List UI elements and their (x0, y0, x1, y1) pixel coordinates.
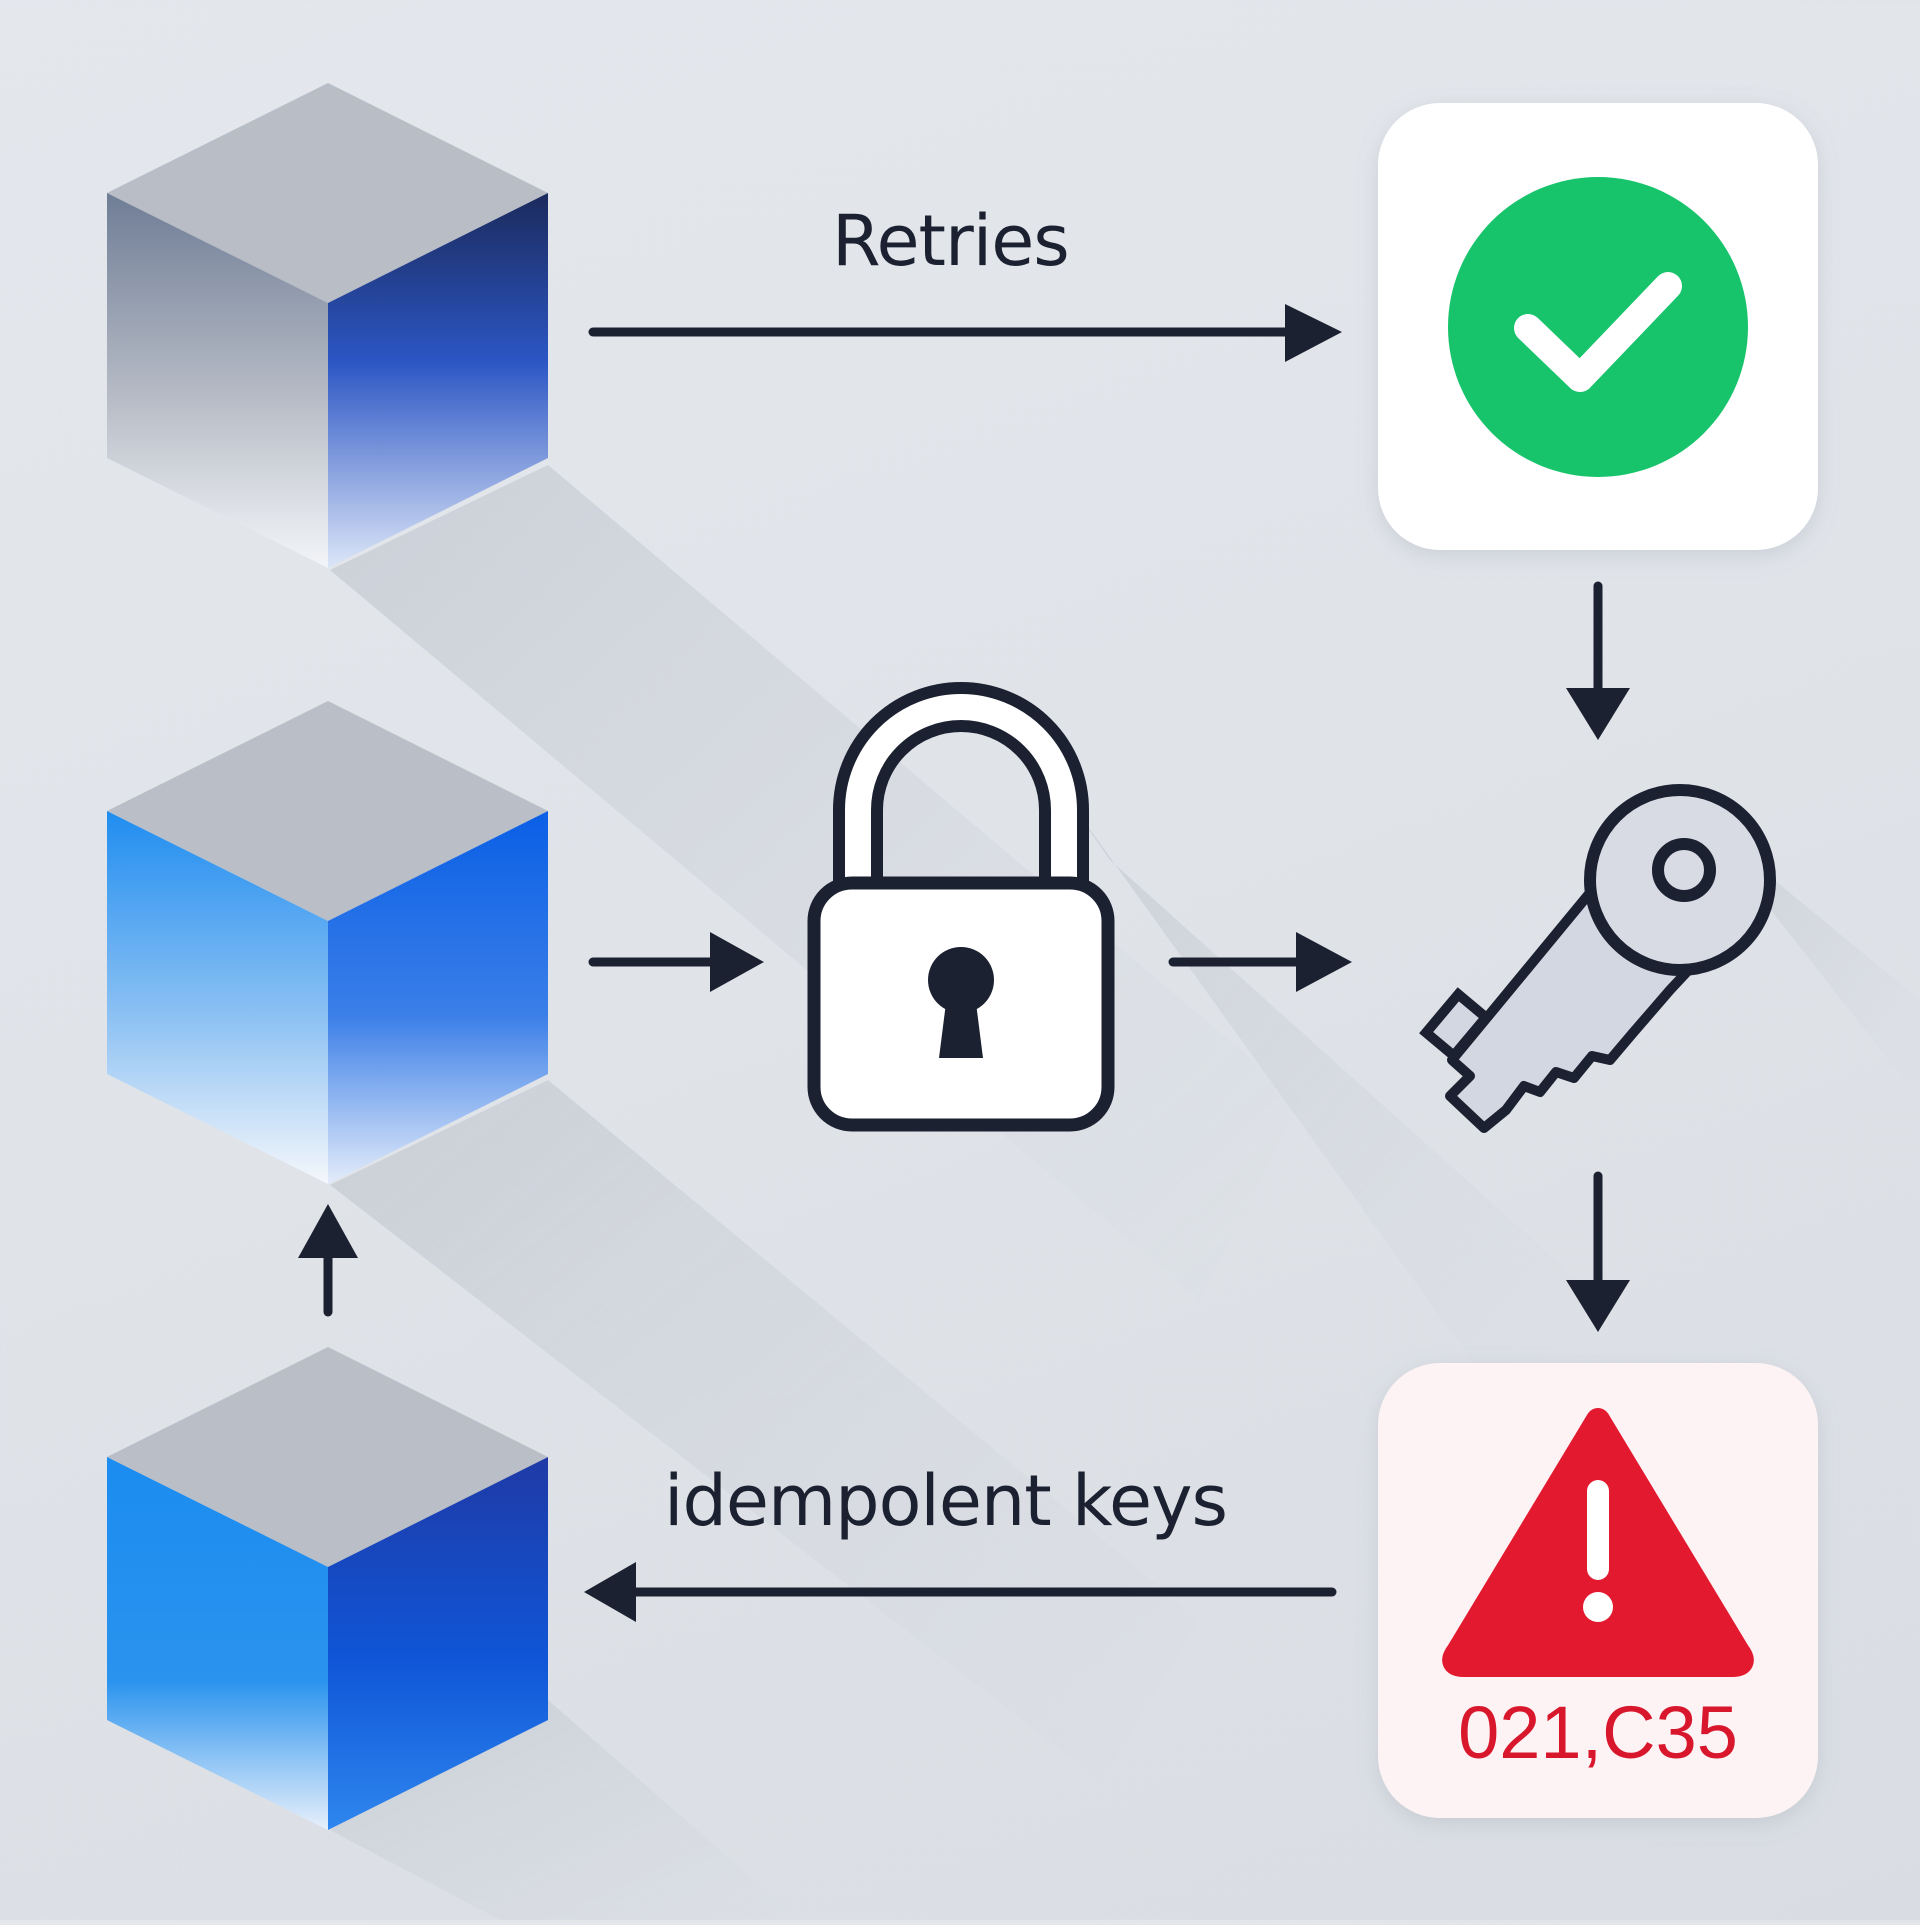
idempotent-keys-label: idempolent keys (664, 1460, 1228, 1542)
success-card (1378, 103, 1818, 550)
arrow-key-to-error (1566, 1171, 1630, 1332)
arrow-cube-to-lock (588, 932, 764, 992)
node-cube-top (107, 83, 548, 568)
arrow-retries (588, 304, 1342, 362)
padlock-icon (807, 682, 1115, 1132)
arrow-lock-to-key (1168, 932, 1352, 992)
retries-label: Retries (832, 200, 1070, 282)
node-cube-bottom (107, 1347, 548, 1830)
arrow-idempotent (584, 1562, 1337, 1622)
arrow-success-to-key (1566, 581, 1630, 740)
arrows (298, 304, 1630, 1622)
check-circle-icon (1448, 177, 1748, 477)
arrow-cube-up (298, 1204, 358, 1317)
error-card (1378, 1363, 1818, 1818)
node-cube-middle (107, 701, 548, 1184)
error-code: 021,C35 (1458, 1691, 1738, 1774)
key-icon (1419, 784, 1776, 1133)
warning-triangle-icon (1442, 1408, 1754, 1677)
